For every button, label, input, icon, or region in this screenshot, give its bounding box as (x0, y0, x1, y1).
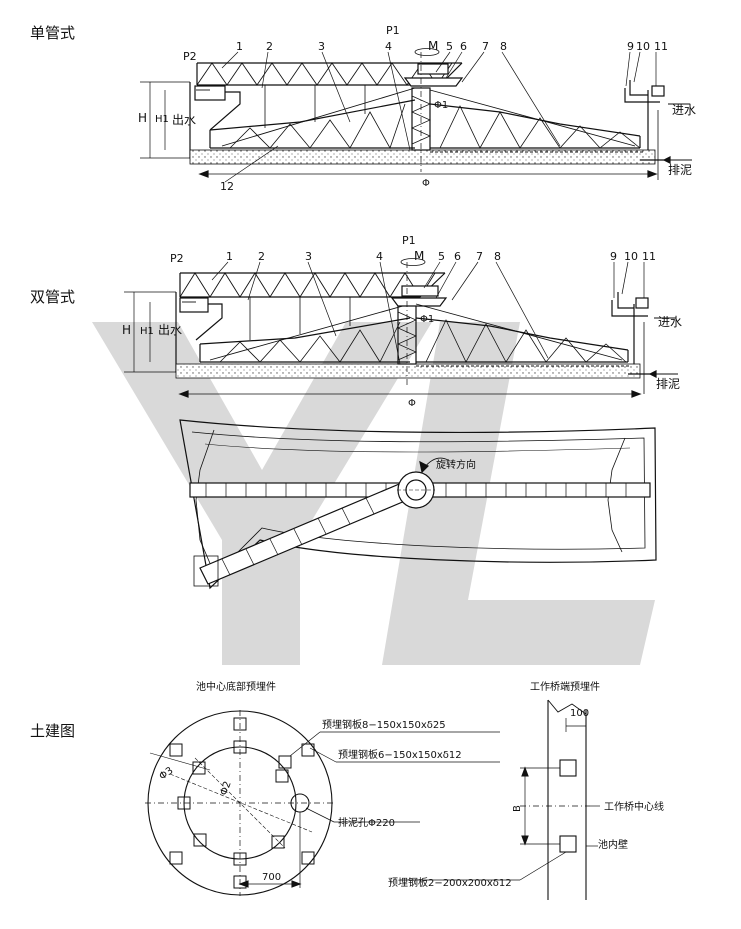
b-label: B (512, 805, 523, 812)
single-p2-label: P2 (183, 50, 197, 63)
bridge-end-title: 工作桥端预埋件 (530, 680, 600, 693)
plan-view (179, 419, 657, 590)
dim-700-label: 700 (262, 872, 281, 883)
rotation-label: 旋转方向 (436, 458, 476, 471)
bridge-centerline-label: 工作桥中心线 (604, 800, 664, 813)
text-labels: 单管式 P1 P2 M 1 2 3 4 5 6 7 8 9 10 11 12 H… (30, 24, 696, 889)
single-num-1: 1 (236, 40, 243, 53)
double-outlet-label: 出水 (158, 323, 182, 337)
single-h-label: H (138, 111, 147, 125)
single-p1-label: P1 (386, 24, 400, 37)
sludge-hole-label: 排泥孔Φ220 (338, 816, 395, 829)
single-num-10: 10 (636, 40, 650, 53)
double-h1-label: H1 (140, 326, 154, 337)
double-h-label: H (122, 323, 131, 337)
single-num-4: 4 (385, 40, 392, 53)
single-inlet-label: 进水 (672, 103, 696, 117)
single-num-12: 12 (220, 180, 234, 193)
double-sludge-label: 排泥 (656, 377, 680, 391)
double-num-5: 5 (438, 250, 445, 263)
double-num-10: 10 (624, 250, 638, 263)
single-num-3: 3 (318, 40, 325, 53)
pool-wall-label: 池内壁 (598, 838, 628, 851)
double-p2-label: P2 (170, 252, 184, 265)
double-num-2: 2 (258, 250, 265, 263)
single-phi1-label: Φ1 (434, 100, 448, 111)
double-num-4: 4 (376, 250, 383, 263)
single-outlet-label: 出水 (172, 113, 196, 127)
phi2-label: Φ2 (218, 780, 233, 797)
single-pipe-elevation (140, 48, 692, 183)
single-num-9: 9 (627, 40, 634, 53)
double-inlet-label: 进水 (658, 315, 682, 329)
bridge-end-embed-drawing (400, 699, 600, 900)
single-num-2: 2 (266, 40, 273, 53)
single-pipe-title: 单管式 (30, 24, 75, 42)
phi3-label: Φ3 (157, 765, 175, 782)
double-num-1: 1 (226, 250, 233, 263)
double-num-11: 11 (642, 250, 656, 263)
double-num-8: 8 (494, 250, 501, 263)
single-num-6: 6 (460, 40, 467, 53)
single-sludge-label: 排泥 (668, 163, 692, 177)
double-phi-label: Φ (408, 398, 416, 409)
double-num-3: 3 (305, 250, 312, 263)
plate-8-label: 预埋钢板8−150x150xδ25 (322, 718, 446, 731)
center-embed-drawing (145, 710, 500, 896)
center-embed-title: 池中心底部预埋件 (196, 680, 276, 693)
double-num-7: 7 (476, 250, 483, 263)
double-p1-label: P1 (402, 234, 416, 247)
single-num-11: 11 (654, 40, 668, 53)
double-num-9: 9 (610, 250, 617, 263)
single-num-5: 5 (446, 40, 453, 53)
double-m-label: M (414, 249, 424, 263)
plate-2-label: 预埋钢板2−200x200xδ12 (388, 876, 512, 889)
dim-100-label: 100 (570, 708, 589, 719)
double-pipe-elevation (124, 258, 678, 398)
double-phi1-label: Φ1 (420, 314, 434, 325)
single-phi-label: Φ (422, 178, 430, 189)
single-num-7: 7 (482, 40, 489, 53)
single-m-label: M (428, 39, 438, 53)
double-num-6: 6 (454, 250, 461, 263)
double-pipe-title: 双管式 (30, 288, 75, 306)
plate-6-label: 预埋钢板6−150x150xδ12 (338, 748, 462, 761)
single-num-8: 8 (500, 40, 507, 53)
civil-title: 土建图 (30, 722, 75, 740)
single-h1-label: H1 (155, 114, 169, 125)
